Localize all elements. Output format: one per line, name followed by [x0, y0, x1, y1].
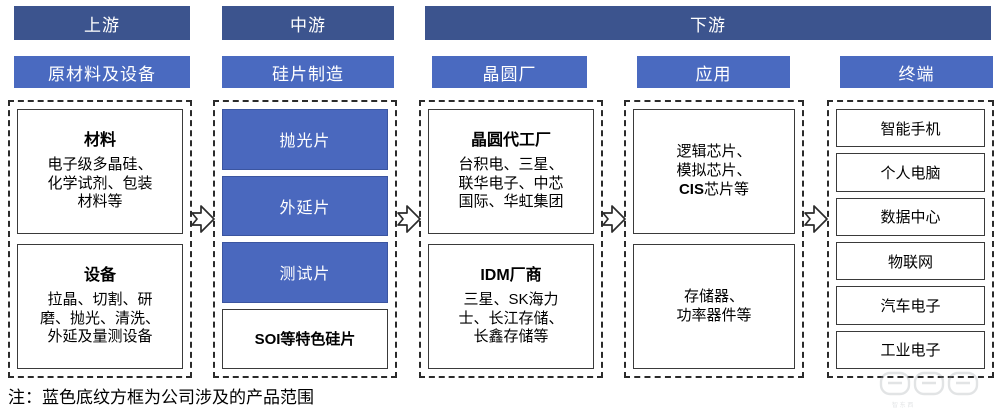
info-box: 设备拉晶、切割、研 磨、抛光、清洗、 外延及量测设备 [17, 244, 183, 369]
info-box-title: IDM厂商 [480, 266, 542, 284]
terminal-box: 汽车电子 [836, 286, 985, 325]
product-box-highlighted: 测试片 [222, 242, 388, 303]
terminal-box-label: 工业电子 [880, 342, 941, 360]
product-box-label: 外延片 [279, 199, 331, 217]
column-midstream-wafer-manufacturing: 抛光片外延片测试片 SOI等特色硅片 [213, 100, 397, 378]
info-box: 存储器、 功率器件等 [633, 244, 795, 369]
info-box-body: 存储器、 功率器件等 [676, 287, 752, 324]
arrow-fabs-to-applications-icon [601, 203, 627, 235]
product-box-label: 测试片 [279, 266, 331, 284]
stage-band-2: 晶圆厂 [432, 56, 587, 88]
terminal-box-label: 汽车电子 [880, 297, 941, 315]
stage-band-label: 终端 [898, 64, 935, 84]
product-box-highlighted: 抛光片 [222, 109, 388, 170]
tier-band-2: 下游 [425, 6, 991, 40]
info-box-body: 逻辑芯片、 模拟芯片、 CIS芯片等 [676, 143, 752, 198]
info-box: IDM厂商三星、SK海力 士、长江存储、 长鑫存储等 [428, 244, 594, 369]
arrow-midstream-to-fabs-icon [396, 203, 422, 235]
info-box-title: 设备 [83, 266, 116, 284]
info-box: 材料电子级多晶硅、 化学试剂、包装 材料等 [17, 109, 183, 234]
column-downstream-terminals: 智能手机个人电脑数据中心物联网汽车电子工业电子 [827, 100, 994, 378]
footnote: 注：蓝色底纹方框为公司涉及的产品范围 [8, 388, 314, 407]
stage-band-label: 原材料及设备 [48, 64, 156, 84]
terminal-box-label: 智能手机 [880, 120, 941, 138]
column-upstream-materials-equipment: 材料电子级多晶硅、 化学试剂、包装 材料等设备拉晶、切割、研 磨、抛光、清洗、 … [8, 100, 192, 378]
column-downstream-applications: 逻辑芯片、 模拟芯片、 CIS芯片等存储器、 功率器件等 [624, 100, 804, 378]
info-box-title: 材料 [83, 131, 116, 149]
arrow-applications-to-terminals-icon [803, 203, 829, 235]
stage-band-0: 原材料及设备 [14, 56, 190, 88]
tier-band-label: 下游 [690, 15, 726, 35]
tier-band-label: 上游 [84, 15, 120, 35]
info-box-body: 拉晶、切割、研 磨、抛光、清洗、 外延及量测设备 [39, 290, 160, 346]
terminal-box: 工业电子 [836, 330, 985, 369]
product-box-highlighted: 外延片 [222, 175, 388, 236]
info-box-body: 三星、SK海力 士、长江存储、 长鑫存储等 [458, 290, 564, 346]
info-box-body: 台积电、三星、 联华电子、中芯 国际、华虹集团 [458, 155, 564, 211]
terminal-box-label: 数据中心 [880, 209, 941, 227]
terminal-box: 数据中心 [836, 197, 985, 236]
stage-band-label: 硅片制造 [272, 64, 344, 84]
stage-band-label: 晶圆厂 [482, 64, 537, 84]
info-box: 晶圆代工厂台积电、三星、 联华电子、中芯 国际、华虹集团 [428, 109, 594, 234]
info-box-title: 晶圆代工厂 [470, 131, 551, 149]
stage-band-4: 终端 [840, 56, 993, 88]
product-box: SOI等特色硅片 [222, 308, 388, 369]
svg-text:智 东 西: 智 东 西 [892, 401, 913, 409]
product-box-label: 抛光片 [279, 133, 331, 151]
terminal-box: 智能手机 [836, 109, 985, 148]
tier-band-label: 中游 [290, 15, 326, 35]
terminal-box: 物联网 [836, 241, 985, 281]
stage-band-1: 硅片制造 [222, 56, 394, 88]
stage-band-3: 应用 [637, 56, 790, 88]
terminal-box: 个人电脑 [836, 153, 985, 192]
stage-band-label: 应用 [695, 64, 732, 84]
info-box-body: 电子级多晶硅、 化学试剂、包装 材料等 [47, 155, 153, 211]
tier-band-1: 中游 [222, 6, 394, 40]
tier-band-0: 上游 [14, 6, 190, 40]
info-box: 逻辑芯片、 模拟芯片、 CIS芯片等 [633, 109, 795, 234]
terminal-box-label: 物联网 [887, 253, 933, 271]
arrow-upstream-to-midstream-icon [190, 203, 216, 235]
product-box-label: SOI等特色硅片 [254, 331, 356, 349]
terminal-box-label: 个人电脑 [880, 164, 941, 182]
